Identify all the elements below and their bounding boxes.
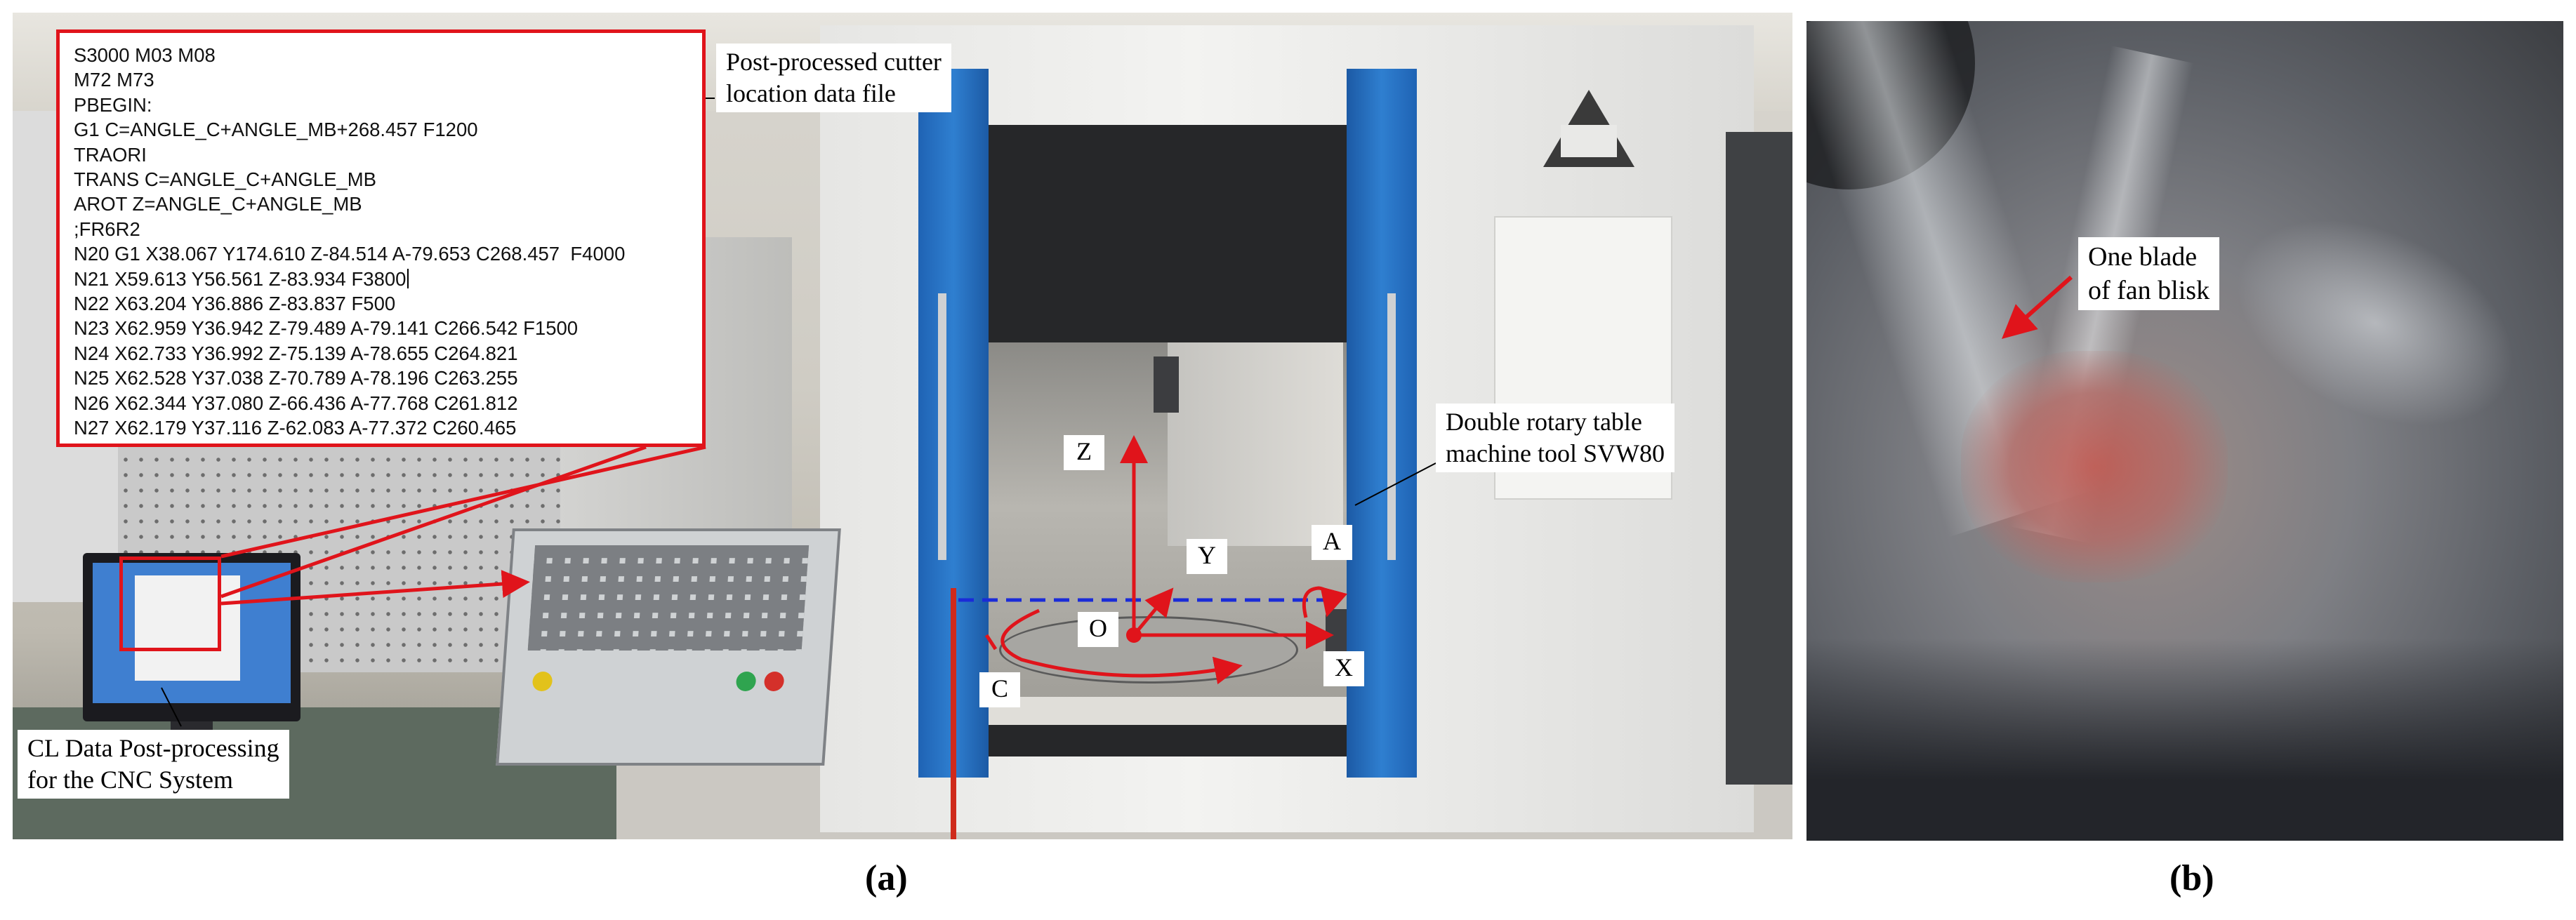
code-line: N20 G1 X38.067 Y174.610 Z-84.514 A-79.65… [74, 243, 626, 265]
cutting-tool [1154, 356, 1179, 413]
machine-label: Double rotary table machine tool SVW80 [1436, 404, 1675, 472]
text-caret [407, 268, 409, 288]
code-line: TRANS C=ANGLE_C+ANGLE_MB [74, 168, 376, 191]
monitor-to-panel-arrow [220, 570, 530, 606]
code-line: N25 X62.528 Y37.038 Z-70.789 A-78.196 C2… [74, 367, 518, 389]
code-line: PBEGIN: [74, 93, 152, 116]
code-line: S3000 M03 M08 [74, 44, 216, 66]
axis-label-o: O [1078, 612, 1118, 647]
code-line-with-caret: N21 X59.613 Y56.561 Z-83.934 F3800 [74, 267, 702, 291]
axis-label-c: C [979, 672, 1020, 707]
cutter-location-code-box: S3000 M03 M08 M72 M73 PBEGIN: G1 C=ANGLE… [56, 29, 706, 447]
fan-blisk-photo [1806, 21, 2563, 841]
a-rotation-arrow [1302, 586, 1348, 618]
caption-a: (a) [865, 858, 908, 900]
origin-point [1126, 627, 1142, 643]
y-axis-arrow [1132, 587, 1174, 636]
code-line: ;FR6R2 [74, 218, 140, 240]
blade-label: One blade of fan blisk [2078, 237, 2220, 310]
c-rotation-tail [984, 634, 998, 651]
code-line: N23 X62.959 Y36.942 Z-79.489 A-79.141 C2… [74, 317, 579, 340]
code-line: TRAORI [74, 143, 147, 166]
machine-tool-photo [13, 13, 1792, 839]
machine-base [964, 697, 1378, 725]
spindle-housing [1168, 342, 1343, 546]
axis-arrows [984, 435, 1348, 685]
code-line: N22 X63.204 Y36.886 Z-83.837 F500 [74, 293, 396, 315]
machine-logo-inner [1561, 125, 1617, 157]
monitor-screen [93, 563, 291, 703]
code-line: AROT Z=ANGLE_C+ANGLE_MB [74, 193, 362, 215]
zoom-highlight-rect [119, 556, 221, 651]
zoom-line-upper [220, 445, 706, 559]
blade-pointer-arrow [2002, 275, 2073, 339]
adjacent-machine [1726, 132, 1792, 785]
code-line: G1 C=ANGLE_C+ANGLE_MB+268.457 F1200 [74, 119, 478, 141]
cable [951, 588, 956, 839]
caption-b-text: (b) [2169, 858, 2214, 898]
axis-label-a: A [1312, 525, 1352, 560]
c-rotation-arrow [1000, 608, 1243, 685]
code-line: N27 X62.179 Y37.116 Z-62.083 A-77.372 C2… [74, 417, 517, 439]
axis-label-x: X [1323, 651, 1364, 686]
monitor-window [135, 575, 240, 681]
zoom-line-lower [220, 445, 647, 599]
zoom-callout-lines [220, 445, 706, 599]
door-handle-right [1387, 293, 1396, 560]
caption-b: (b) [2169, 858, 2214, 900]
cl-postprocessing-label: CL Data Post-processing for the CNC Syst… [18, 730, 289, 799]
code-line: N24 X62.733 Y36.992 Z-75.139 A-78.655 C2… [74, 342, 518, 364]
axis-label-y: Y [1187, 539, 1227, 574]
code-line: M72 M73 [74, 69, 154, 91]
code-line-text: N21 X59.613 Y56.561 Z-83.934 F3800 [74, 267, 407, 290]
bottom-shadow [1806, 639, 2563, 841]
cl-label-leader [161, 687, 182, 727]
door-handle-left [938, 293, 946, 560]
caption-a-text: (a) [865, 858, 908, 898]
code-line: N26 X62.344 Y37.080 Z-66.436 A-77.768 C2… [74, 392, 518, 414]
file-label: Post-processed cutter location data file [716, 44, 951, 112]
axis-label-z: Z [1064, 435, 1104, 470]
blade-region [1961, 351, 2228, 582]
machine-label-leader [1354, 462, 1436, 506]
